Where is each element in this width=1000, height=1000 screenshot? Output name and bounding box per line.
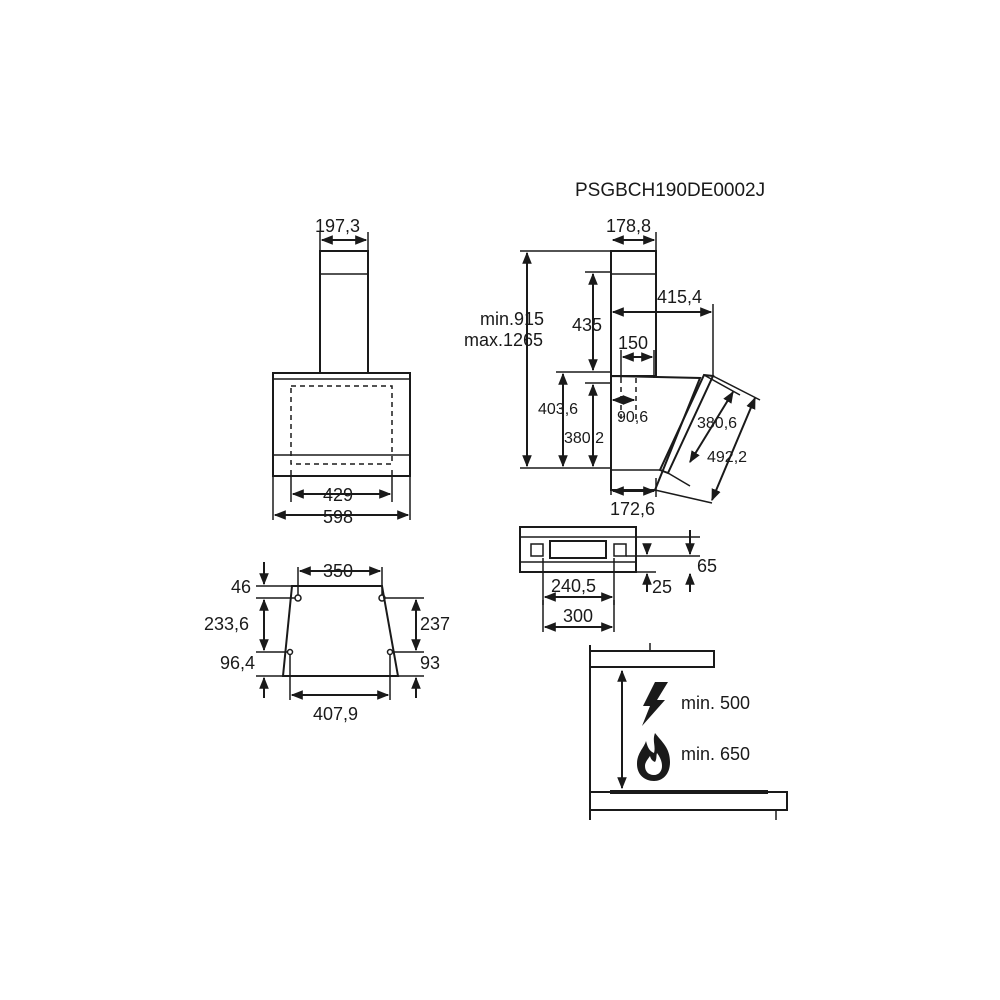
- dim-depth-top-label: 415,4: [657, 287, 702, 307]
- front-chimney: [319, 250, 369, 374]
- dim-top-spacing-label: 350: [323, 561, 353, 581]
- front-view: 197,3 429 598: [272, 216, 411, 527]
- dim-right-bottom-label: 93: [420, 653, 440, 673]
- dim-bracket-width-label: 300: [563, 606, 593, 626]
- dim-base-depth-label: 172,6: [610, 499, 655, 519]
- dim-slot-offset-label: 25: [652, 577, 672, 597]
- dim-bottom-spacing-label: 407,9: [313, 704, 358, 724]
- clearance-gas-label: min. 650: [681, 744, 750, 764]
- front-hidden-outline: [290, 385, 393, 465]
- bracket-center-opening: [549, 540, 607, 559]
- dim-panel-length-line: [711, 396, 756, 502]
- dim-total-width-label: 598: [323, 507, 353, 527]
- front-body: [272, 372, 411, 477]
- dim-panel-length-label: 492,2: [707, 449, 747, 466]
- flame-icon: [637, 733, 670, 781]
- dim-left-hole-height-label: 233,6: [204, 614, 249, 634]
- dim-chimney-width-label: 197,3: [315, 216, 360, 236]
- dim-chimney-depth-label: 178,8: [606, 216, 651, 236]
- bracket-outline: [519, 526, 637, 573]
- bracket-slot-left: [530, 543, 544, 557]
- model-code: PSGBCH190DE0002J: [575, 180, 765, 201]
- clearance-electric-label: min. 500: [681, 693, 750, 713]
- dim-top-offset-label: 46: [231, 577, 251, 597]
- dim-slot-height-label: 65: [697, 556, 717, 576]
- dim-body-height-inner-label: 380,2: [564, 430, 604, 447]
- top-left-hole: [294, 594, 302, 602]
- clearance-view: min. 500 min. 650: [589, 643, 788, 820]
- bracket-slot-right: [613, 543, 627, 557]
- dim-body-height-label: 403,6: [538, 401, 578, 418]
- bottom-right-hole: [386, 648, 394, 656]
- side-view: 178,8 415,4 min.915 max.1265 435 150 403…: [464, 216, 761, 519]
- dim-slot-spacing-label: 240,5: [551, 576, 596, 596]
- dim-height-max-label: max.1265: [464, 330, 543, 350]
- hob-surface: [589, 791, 788, 811]
- bottom-left-hole: [286, 648, 294, 656]
- dim-chimney-height-label: 435: [572, 315, 602, 335]
- lightning-icon: [642, 682, 668, 726]
- hood-bottom: [589, 650, 715, 668]
- dim-outlet-offset-label: 90,6: [617, 409, 648, 426]
- bracket-view: 65 25 240,5 300: [519, 526, 717, 632]
- dim-right-hole-height-label: 237: [420, 614, 450, 634]
- dim-height-min-label: min.915: [480, 309, 544, 329]
- dim-outlet-width-label: 150: [618, 333, 648, 353]
- dim-panel-height-label: 380,6: [697, 415, 737, 432]
- mounting-view: 350 46 233,6 96,4 237 93 407,9: [204, 561, 450, 724]
- dim-left-bottom-label: 96,4: [220, 653, 255, 673]
- dim-inner-width-label: 429: [323, 485, 353, 505]
